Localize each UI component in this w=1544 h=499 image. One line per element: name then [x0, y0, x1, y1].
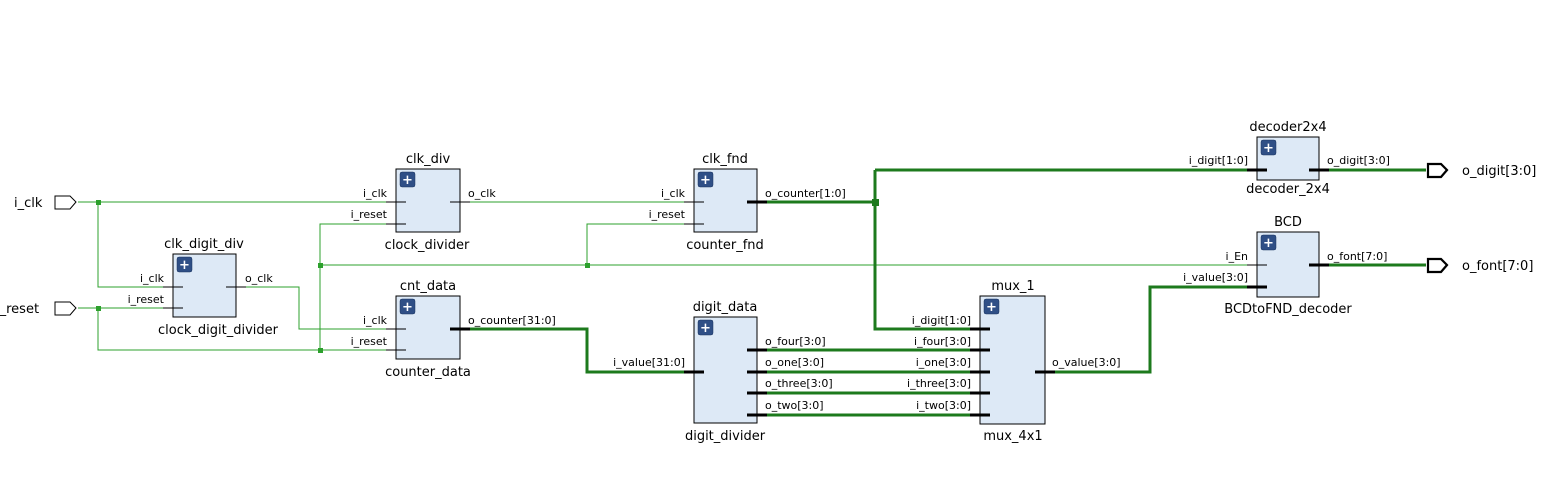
cell-clk-div[interactable]: clk_div + i_clk i_reset o_clk clock_divi…: [351, 152, 497, 253]
port-label-o-counter: o_counter[1:0]: [765, 187, 846, 200]
expand-plus-glyph: +: [179, 258, 190, 273]
cell-instance-name: decoder2x4: [1249, 120, 1326, 135]
cell-digit-data[interactable]: digit_data + i_value[31:0] o_four[3:0] o…: [613, 300, 833, 444]
nets: [78, 168, 1426, 417]
cell-instance-name: cnt_data: [400, 279, 456, 294]
expand-plus-glyph: +: [700, 321, 711, 336]
top-port-o-digit-label: o_digit[3:0]: [1462, 164, 1536, 179]
expand-plus-icon[interactable]: [1260, 139, 1277, 156]
top-port-i-reset[interactable]: i_reset: [0, 301, 77, 317]
port-label-o-three: o_three[3:0]: [765, 377, 833, 390]
port-label-i-en: i_En: [1226, 250, 1249, 263]
cell-module-name: BCDtoFND_decoder: [1224, 302, 1352, 317]
expand-plus-icon[interactable]: [399, 298, 416, 315]
cell-cnt-data[interactable]: cnt_data + i_clk i_reset o_counter[31:0]…: [351, 279, 556, 380]
cell-instance-name: digit_data: [693, 300, 758, 315]
cell-instance-name: mux_1: [991, 279, 1034, 294]
port-label-i-digit: i_digit[1:0]: [1189, 154, 1248, 167]
expand-plus-icon[interactable]: [697, 171, 714, 188]
cell-body[interactable]: [979, 295, 1046, 425]
cell-module-name: clock_digit_divider: [158, 323, 279, 338]
port-label-i-four: i_four[3:0]: [914, 335, 971, 348]
port-label-i-three: i_three[3:0]: [907, 377, 971, 390]
junction-dot: [96, 200, 101, 205]
cell-module-name: clock_divider: [385, 238, 470, 253]
bus-mux-value[interactable]: [1045, 285, 1257, 374]
cell-decoder2x4[interactable]: decoder2x4 + i_digit[1:0] o_digit[3:0] d…: [1189, 120, 1390, 197]
port-label-i-clk: i_clk: [363, 187, 388, 200]
junction-dot: [872, 199, 879, 206]
expand-plus-icon[interactable]: [1260, 234, 1277, 251]
junction-dot: [585, 263, 590, 268]
bus-o-counter-1-0[interactable]: [757, 168, 1257, 331]
cell-clk-fnd[interactable]: clk_fnd + i_clk i_reset o_counter[1:0] c…: [649, 152, 846, 253]
port-label-i-clk: i_clk: [363, 314, 388, 327]
port-label-o-value: o_value[3:0]: [1052, 356, 1121, 369]
port-label-o-one: o_one[3:0]: [765, 356, 824, 369]
port-label-o-clk: o_clk: [245, 272, 273, 285]
expand-plus-glyph: +: [986, 300, 997, 315]
expand-plus-glyph: +: [700, 173, 711, 188]
cell-mux-1[interactable]: mux_1 + i_digit[1:0] i_four[3:0] i_one[3…: [907, 279, 1121, 444]
expand-plus-glyph: +: [1263, 141, 1274, 156]
cell-module-name: counter_data: [385, 365, 471, 380]
port-label-o-font: o_font[7:0]: [1327, 250, 1387, 263]
output-port-arrow-icon: [1426, 257, 1449, 274]
junction-dot: [96, 306, 101, 311]
cell-instance-name: clk_div: [406, 152, 451, 167]
port-label-o-counter: o_counter[31:0]: [468, 314, 556, 327]
port-label-i-clk: i_clk: [140, 272, 165, 285]
cell-instance-name: clk_digit_div: [164, 237, 244, 252]
port-label-o-clk: o_clk: [468, 187, 496, 200]
port-label-i-digit: i_digit[1:0]: [912, 314, 971, 327]
output-port-arrow-icon: [1426, 162, 1449, 179]
expand-plus-icon[interactable]: [176, 256, 193, 273]
cell-module-name: counter_fnd: [686, 238, 764, 253]
junction-dot: [318, 348, 323, 353]
port-label-i-reset: i_reset: [351, 208, 388, 221]
top-port-i-clk[interactable]: i_clk: [14, 195, 77, 211]
expand-plus-icon[interactable]: [983, 298, 1000, 315]
expand-plus-glyph: +: [402, 173, 413, 188]
cell-instance-name: clk_fnd: [702, 152, 748, 167]
port-label-o-two: o_two[3:0]: [765, 399, 824, 412]
bus-o-counter-31-0[interactable]: [460, 327, 694, 374]
top-port-o-font-label: o_font[7:0]: [1462, 259, 1533, 274]
input-port-arrow-icon: [54, 301, 77, 316]
top-port-o-font[interactable]: o_font[7:0]: [1426, 257, 1533, 274]
port-label-i-value: i_value[3:0]: [1183, 271, 1248, 284]
port-label-o-four: o_four[3:0]: [765, 335, 826, 348]
net-digit-clk[interactable]: [236, 286, 396, 330]
top-port-i-clk-label: i_clk: [14, 196, 43, 211]
cell-module-name: mux_4x1: [983, 429, 1042, 444]
port-label-i-two: i_two[3:0]: [916, 399, 971, 412]
junction-dot: [318, 263, 323, 268]
expand-plus-glyph: +: [1263, 236, 1274, 251]
top-port-i-reset-label: i_reset: [0, 302, 39, 317]
port-label-i-one: i_one[3:0]: [916, 356, 971, 369]
expand-plus-icon[interactable]: [697, 319, 714, 336]
cell-module-name: digit_divider: [685, 429, 766, 444]
cell-bcd[interactable]: BCD + i_En i_value[3:0] o_font[7:0] BCDt…: [1183, 215, 1387, 317]
cell-instance-name: BCD: [1274, 215, 1302, 230]
expand-plus-glyph: +: [402, 300, 413, 315]
net-i-reset[interactable]: [78, 223, 1257, 351]
cell-clk-digit-div[interactable]: clk_digit_div + i_clk i_reset o_clk cloc…: [128, 237, 279, 338]
cell-module-name: decoder_2x4: [1246, 182, 1330, 197]
port-label-i-clk: i_clk: [661, 187, 686, 200]
port-label-i-reset: i_reset: [128, 293, 165, 306]
expand-plus-icon[interactable]: [399, 171, 416, 188]
top-port-o-digit[interactable]: o_digit[3:0]: [1426, 162, 1536, 179]
port-label-o-digit: o_digit[3:0]: [1327, 154, 1390, 167]
input-port-arrow-icon: [54, 195, 77, 210]
port-label-i-reset: i_reset: [649, 208, 686, 221]
port-label-i-reset: i_reset: [351, 335, 388, 348]
port-label-i-value: i_value[31:0]: [613, 356, 685, 369]
